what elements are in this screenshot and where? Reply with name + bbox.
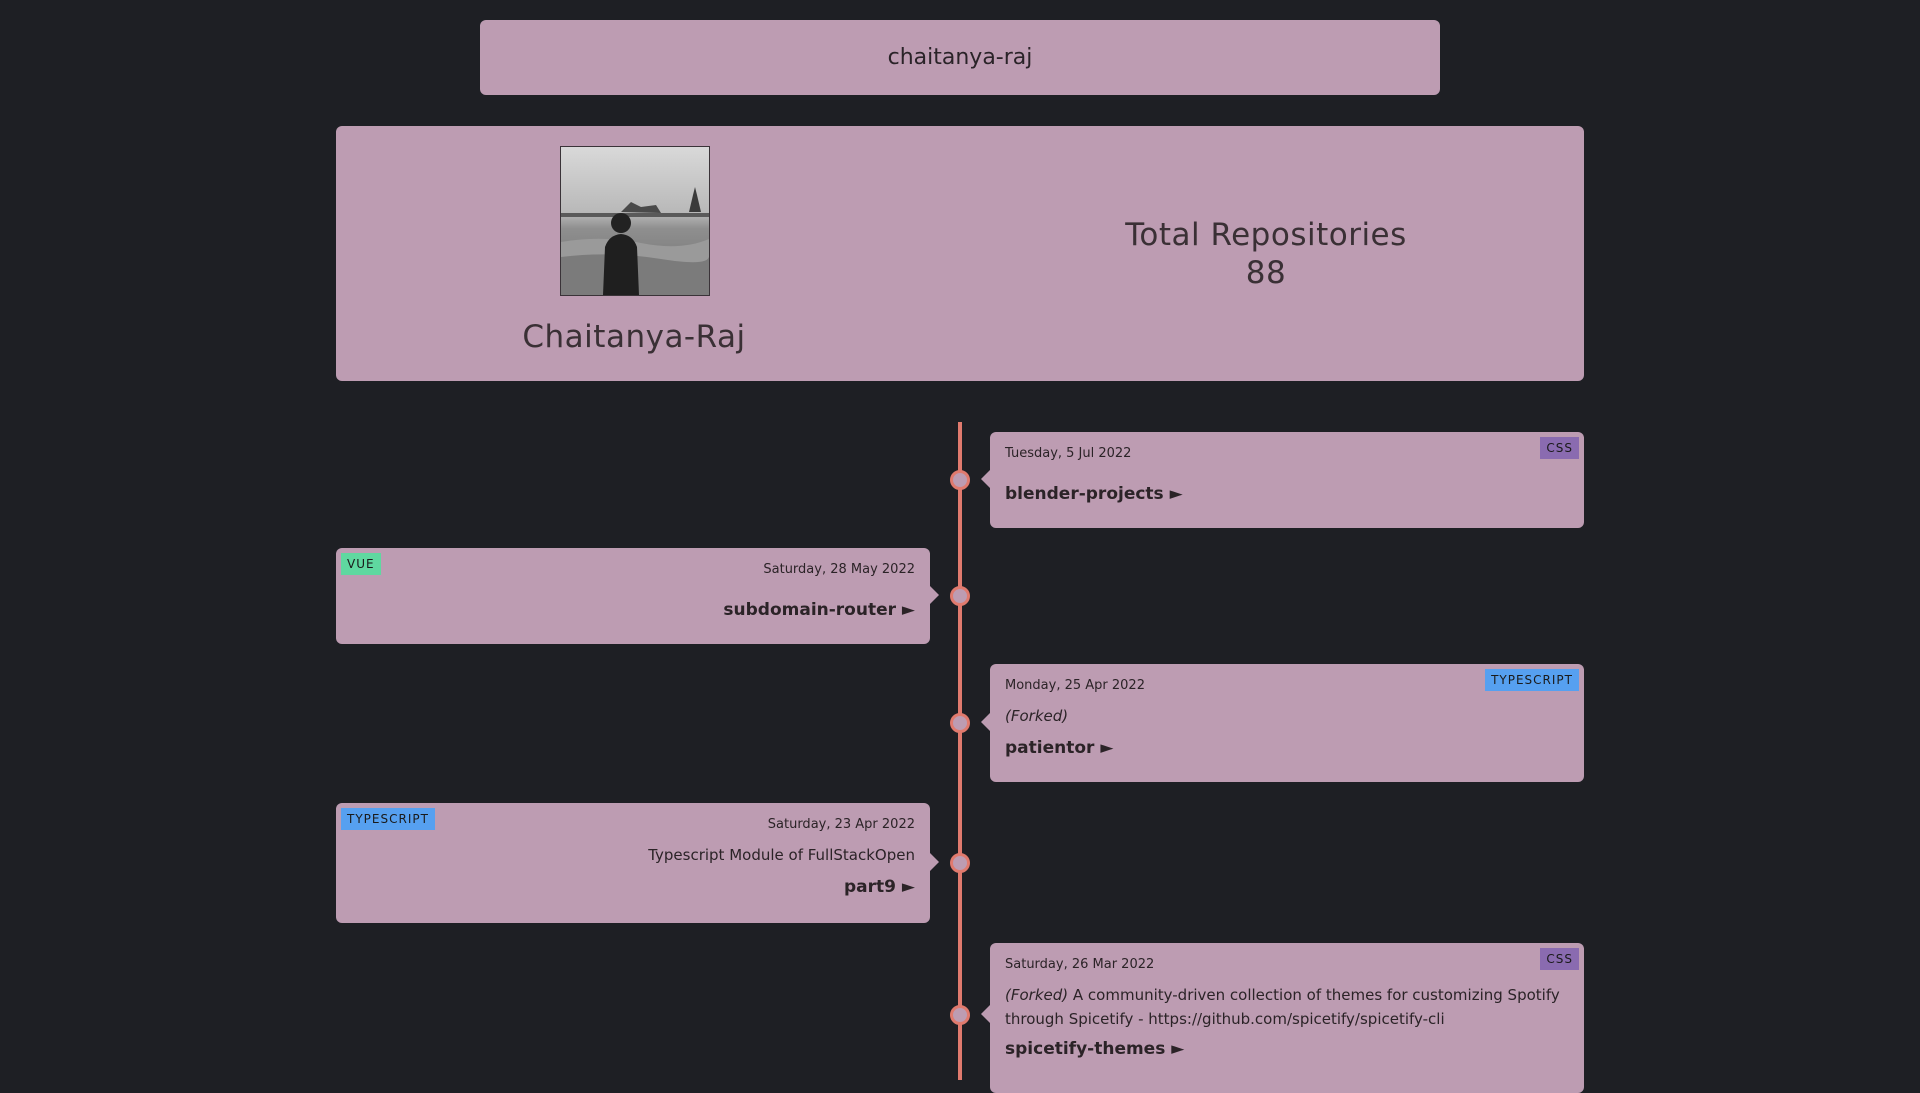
commit-date: Monday, 25 Apr 2022 xyxy=(1005,678,1145,693)
forked-label: (Forked) xyxy=(1005,707,1069,725)
profile-name: Chaitanya-Raj xyxy=(522,319,746,355)
profile-card: Chaitanya-Raj Total Repositories 88 xyxy=(336,126,1584,381)
timeline-line xyxy=(958,422,962,1080)
commit-date: Saturday, 23 Apr 2022 xyxy=(767,817,915,832)
repo-link[interactable]: part9 ► xyxy=(844,877,915,897)
timeline-dot xyxy=(950,586,970,606)
repo-link[interactable]: subdomain-router ► xyxy=(723,600,915,620)
timeline-dot xyxy=(950,853,970,873)
repo-link[interactable]: blender-projects ► xyxy=(1005,484,1183,504)
repo-stats: Total Repositories 88 xyxy=(1056,216,1476,292)
language-badge: TYPESCRIPT xyxy=(341,808,435,830)
page-header: chaitanya-raj xyxy=(480,20,1440,95)
language-badge: CSS xyxy=(1540,948,1579,970)
commit-date: Tuesday, 5 Jul 2022 xyxy=(1005,446,1132,461)
timeline-dot xyxy=(950,470,970,490)
commit-date: Saturday, 26 Mar 2022 xyxy=(1005,957,1155,972)
language-badge: VUE xyxy=(341,553,381,575)
forked-label: (Forked) xyxy=(1005,986,1069,1004)
timeline-card: TYPESCRIPT Monday, 25 Apr 2022 (Forked) … xyxy=(981,664,1584,782)
repo-description: Typescript Module of FullStackOpen xyxy=(351,843,915,867)
timeline-card: VUE Saturday, 28 May 2022 subdomain-rout… xyxy=(336,548,939,644)
repo-link[interactable]: patientor ► xyxy=(1005,738,1114,758)
repos-label: Total Repositories xyxy=(1125,217,1407,253)
timeline-card: CSS Saturday, 26 Mar 2022 (Forked) A com… xyxy=(981,943,1584,1093)
timeline-dot xyxy=(950,713,970,733)
repo-link[interactable]: spicetify-themes ► xyxy=(1005,1039,1185,1059)
repo-description: (Forked) xyxy=(1005,704,1569,728)
language-badge: TYPESCRIPT xyxy=(1485,669,1579,691)
language-badge: CSS xyxy=(1540,437,1579,459)
avatar xyxy=(560,146,710,296)
timeline-dot xyxy=(950,1005,970,1025)
header-title: chaitanya-raj xyxy=(887,45,1033,70)
description-text: A community-driven collection of themes … xyxy=(1005,986,1560,1028)
timeline-card: TYPESCRIPT Saturday, 23 Apr 2022 Typescr… xyxy=(336,803,939,923)
description-text: Typescript Module of FullStackOpen xyxy=(648,846,915,864)
repo-description: (Forked) A community-driven collection o… xyxy=(1005,983,1569,1031)
commit-date: Saturday, 28 May 2022 xyxy=(763,562,915,577)
repos-count: 88 xyxy=(1245,255,1287,291)
timeline-card: CSS Tuesday, 5 Jul 2022 blender-projects… xyxy=(981,432,1584,528)
